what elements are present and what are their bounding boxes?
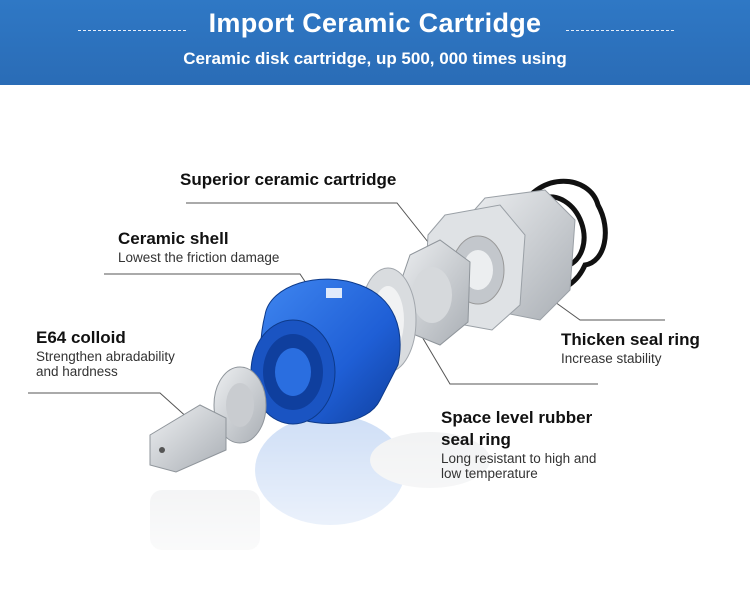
callout-thicken-title: Thicken seal ring: [561, 330, 700, 349]
callout-thicken-desc: Increase stability: [561, 351, 662, 366]
callout-shell-desc: Lowest the friction damage: [118, 250, 280, 265]
callout-rubber-desc-1: Long resistant to high and: [441, 451, 597, 466]
callout-rubber-desc-2: low temperature: [441, 466, 538, 481]
page-title: Import Ceramic Cartridge: [208, 8, 542, 38]
title-left-divider: [78, 30, 186, 31]
callout-rubber-title-2: seal ring: [441, 430, 511, 449]
header-banner: Import Ceramic Cartridge Ceramic disk ca…: [0, 0, 750, 85]
ceramic-shell-part: [250, 278, 401, 425]
callout-colloid-desc-2: and hardness: [36, 364, 118, 379]
e64-colloid-part: [149, 366, 267, 473]
callout-shell-title: Ceramic shell: [118, 229, 229, 248]
callout-colloid-desc-1: Strengthen abradability: [36, 349, 175, 364]
title-right-divider: [566, 30, 674, 31]
floor-reflection: [0, 415, 750, 601]
callout-colloid-title: E64 colloid: [36, 328, 126, 347]
callout-rubber-title-1: Space level rubber: [441, 408, 593, 427]
callout-superior-title: Superior ceramic cartridge: [180, 170, 397, 189]
page-subtitle: Ceramic disk cartridge, up 500, 000 time…: [183, 49, 567, 68]
